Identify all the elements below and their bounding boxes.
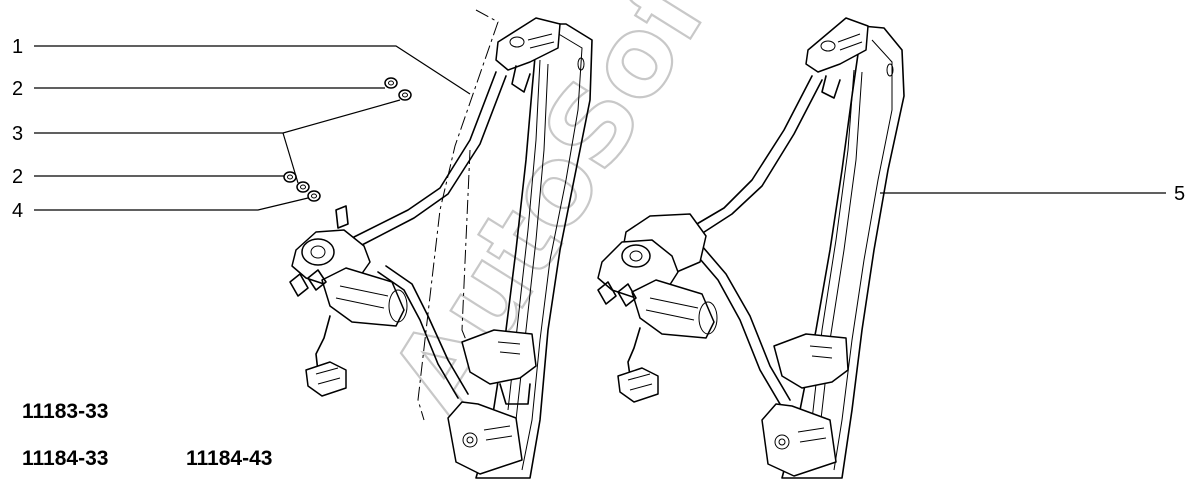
- callout-1: 1: [12, 36, 23, 58]
- callout-2b: 2: [12, 166, 23, 188]
- connector-right: [617, 367, 659, 403]
- left-regulator-assembly: [283, 9, 593, 479]
- cable-lower-left: [377, 271, 459, 399]
- cable-upper-right: [689, 75, 813, 229]
- cable-lower-right: [693, 251, 781, 405]
- part-code-11184-33: 11184-33: [22, 447, 108, 470]
- connector-left: [305, 361, 347, 397]
- callout-5: 5: [1174, 183, 1185, 205]
- motor-left: [289, 205, 408, 397]
- bottom-bracket-right: [761, 403, 837, 477]
- watermark-text: AutoSoft: [368, 0, 759, 434]
- cable-upper-left: [351, 71, 497, 239]
- washer-lower: [296, 181, 310, 193]
- callout-2a: 2: [12, 78, 23, 100]
- glass-outline: [417, 9, 499, 421]
- washer-upper: [398, 89, 412, 101]
- leader-1: [34, 45, 471, 95]
- washer-4: [307, 190, 321, 202]
- guide-rail-right: [781, 25, 905, 479]
- guide-rail-left: [475, 23, 593, 479]
- part-code-11183-33: 11183-33: [22, 400, 108, 423]
- top-bracket-right: [805, 17, 869, 73]
- leader-4: [34, 197, 309, 211]
- motor-right: [597, 239, 718, 403]
- slider-plate-right: [773, 333, 849, 389]
- part-codes: 11183-33 11184-33 11184-43: [22, 400, 272, 470]
- leader-3b: [282, 132, 299, 184]
- callout-4: 4: [12, 200, 23, 222]
- part-code-11184-43: 11184-43: [186, 447, 272, 470]
- callout-labels: 1 2 3 2 4 5: [12, 36, 1185, 222]
- wire-harness-right: [627, 327, 641, 377]
- watermark: AutoSoft: [367, 0, 760, 435]
- callout-3: 3: [12, 123, 23, 145]
- right-regulator-assembly: [597, 17, 905, 479]
- callout-leaders: [34, 45, 1166, 211]
- wire-harness-left: [315, 315, 331, 373]
- leader-3: [34, 99, 401, 134]
- bottom-bracket-left: [447, 401, 523, 475]
- nut-lower: [283, 171, 297, 183]
- top-bracket-left: [495, 17, 561, 71]
- nut-upper: [384, 77, 398, 89]
